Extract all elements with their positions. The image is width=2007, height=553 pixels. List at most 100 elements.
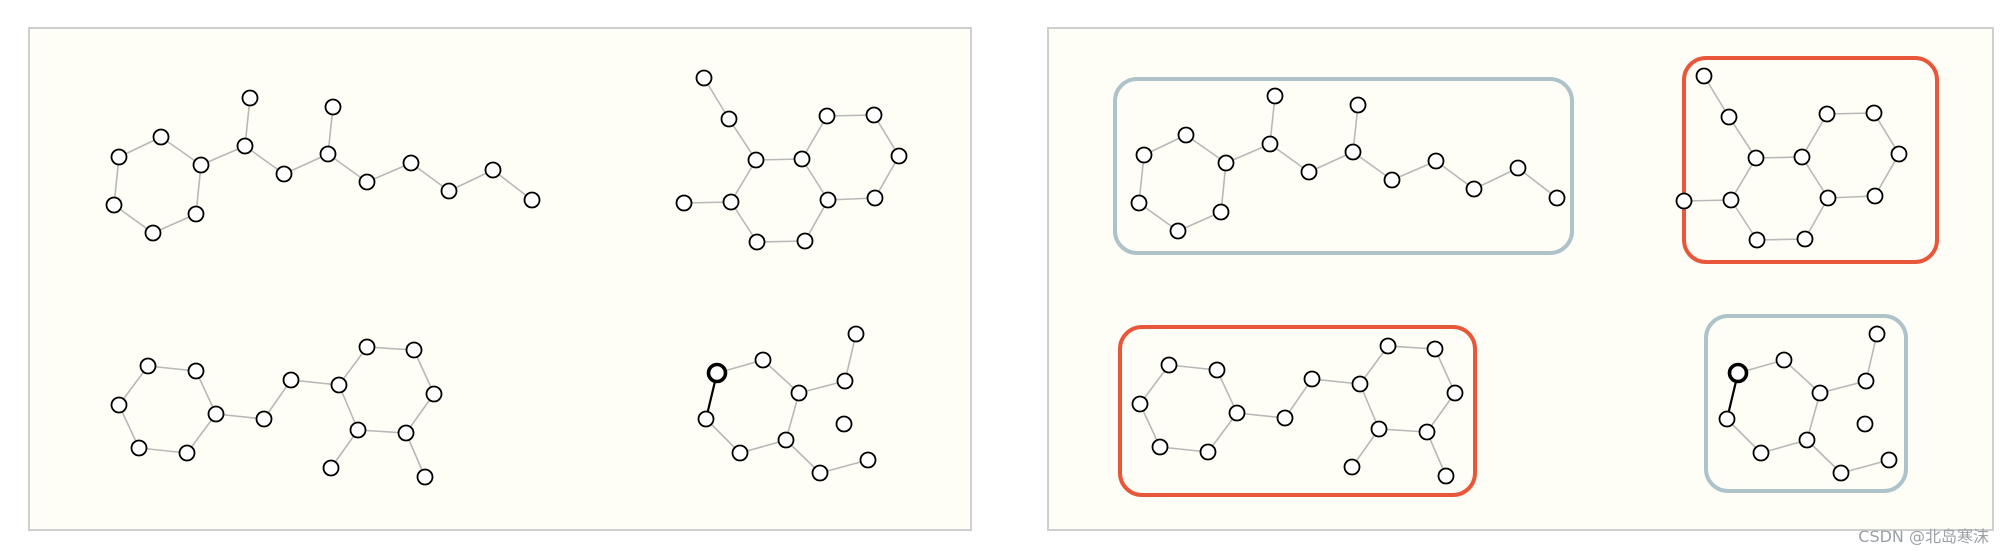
right-molecule-ring-linker-node [1351, 375, 1369, 393]
left-molecule-single-ring-node [790, 384, 808, 402]
right-molecule-ring-linker-node [1437, 467, 1455, 485]
left-molecule-chain-node [440, 182, 458, 200]
right-molecule-chain-node [1212, 203, 1230, 221]
left-molecule-single-ring-node [811, 464, 829, 482]
right-molecule-ring-linker-node [1426, 340, 1444, 358]
right-molecule-fused-rings-node [1675, 192, 1693, 210]
left-molecule-ring-linker-node [405, 341, 423, 359]
right-molecule-ring-linker-node [1151, 438, 1169, 456]
left-molecule-ring-linker-node [187, 362, 205, 380]
right-molecule-single-ring-node [1752, 444, 1770, 462]
right-molecule-fused-rings-node [1748, 231, 1766, 249]
left-molecule-chain-node [523, 191, 541, 209]
right-molecule-chain-node [1383, 171, 1401, 189]
right-molecule-chain-node [1349, 96, 1367, 114]
right-molecule-chain-node [1217, 154, 1235, 172]
right-molecule-ring-linker-node [1199, 443, 1217, 461]
left-molecule-single-ring-node [731, 444, 749, 462]
right-molecule-fused-rings-node [1695, 67, 1713, 85]
left-molecule-single-ring-node [706, 362, 728, 384]
right-panel [1047, 27, 1994, 531]
left-molecule-ring-linker-node [349, 421, 367, 439]
right-molecule-single-ring-node [1868, 325, 1886, 343]
group-box-molecule-fused-rings [1682, 56, 1939, 264]
right-molecule-fused-rings-node [1720, 108, 1738, 126]
left-molecule-fused-rings-node [866, 189, 884, 207]
left-molecule-fused-rings-node [819, 191, 837, 209]
left-molecule-ring-linker-node [139, 357, 157, 375]
left-molecule-fused-rings-node [722, 193, 740, 211]
left-molecule-ring-linker-node [330, 376, 348, 394]
left-molecule-chain-node [324, 98, 342, 116]
left-molecule-fused-rings-node [747, 151, 765, 169]
right-molecule-chain-node [1427, 152, 1445, 170]
right-molecule-chain-node [1261, 135, 1279, 153]
left-molecule-ring-linker-node [282, 371, 300, 389]
left-molecule-fused-rings-node [675, 194, 693, 212]
left-molecule-ring-linker-node [207, 405, 225, 423]
right-molecule-single-ring-node [1811, 384, 1829, 402]
right-molecule-chain-node [1169, 222, 1187, 240]
right-molecule-ring-linker-node [1228, 404, 1246, 422]
right-molecule-single-ring-node [1856, 415, 1874, 433]
right-molecule-chain-node [1548, 189, 1566, 207]
left-molecule-single-ring-node [835, 415, 853, 433]
right-molecule-chain-node [1135, 146, 1153, 164]
right-molecule-chain-node [1266, 87, 1284, 105]
left-molecule-ring-linker-node [130, 439, 148, 457]
right-molecule-single-ring-node [1798, 431, 1816, 449]
right-molecule-ring-linker-node [1370, 420, 1388, 438]
right-molecule-fused-rings-node [1747, 149, 1765, 167]
group-box-molecule-ring-linker [1118, 325, 1477, 497]
right-molecule-single-ring-node [1832, 464, 1850, 482]
left-molecule-ring-linker-node [425, 385, 443, 403]
right-molecule-fused-rings-node [1865, 104, 1883, 122]
left-molecule-single-ring-node [777, 431, 795, 449]
right-molecule-fused-rings-node [1866, 187, 1884, 205]
right-molecule-ring-linker-node [1208, 361, 1226, 379]
right-molecule-ring-linker-node [1446, 384, 1464, 402]
right-molecule-single-ring-node [1880, 451, 1898, 469]
left-molecule-ring-linker-node [397, 424, 415, 442]
left-molecule-fused-rings-node [720, 110, 738, 128]
right-molecule-ring-linker-node [1379, 337, 1397, 355]
left-molecule-chain-node [275, 165, 293, 183]
right-molecule-single-ring-node [1718, 410, 1736, 428]
left-molecule-single-ring-node [697, 410, 715, 428]
left-molecule-chain-node [152, 128, 170, 146]
left-molecule-chain-node [110, 148, 128, 166]
left-molecule-ring-linker-node [358, 338, 376, 356]
left-molecule-single-ring-node [836, 372, 854, 390]
right-molecule-fused-rings-node [1819, 189, 1837, 207]
left-molecule-ring-linker-node [322, 459, 340, 477]
right-molecule-fused-rings-node [1796, 230, 1814, 248]
left-molecule-ring-linker-node [255, 410, 273, 428]
right-molecule-chain-node [1130, 194, 1148, 212]
right-molecule-fused-rings-node [1793, 148, 1811, 166]
left-molecule-single-ring-node [754, 351, 772, 369]
left-molecule-fused-rings-node [748, 233, 766, 251]
left-molecule-ring-linker-node [178, 444, 196, 462]
left-molecule-chain-node [192, 156, 210, 174]
left-molecule-chain-node [144, 224, 162, 242]
right-molecule-fused-rings-node [1722, 191, 1740, 209]
left-molecule-chain-node [402, 154, 420, 172]
left-molecule-ring-linker-node [110, 396, 128, 414]
left-molecule-fused-rings-node [796, 232, 814, 250]
watermark: CSDN @北岛寒沫 [1858, 527, 1989, 546]
left-molecule-chain-node [484, 161, 502, 179]
left-molecule-single-ring-node [847, 325, 865, 343]
right-molecule-ring-linker-node [1160, 356, 1178, 374]
left-molecule-fused-rings-node [818, 107, 836, 125]
left-molecule-single-ring-node [859, 451, 877, 469]
left-molecule-fused-rings-node [865, 106, 883, 124]
right-molecule-ring-linker-node [1131, 395, 1149, 413]
left-molecule-chain-node [187, 205, 205, 223]
right-molecule-chain-node [1300, 163, 1318, 181]
right-molecule-ring-linker-node [1418, 423, 1436, 441]
left-molecule-fused-rings-node [793, 150, 811, 168]
group-box-molecule-chain [1113, 77, 1574, 255]
left-molecule-fused-rings-node [890, 147, 908, 165]
